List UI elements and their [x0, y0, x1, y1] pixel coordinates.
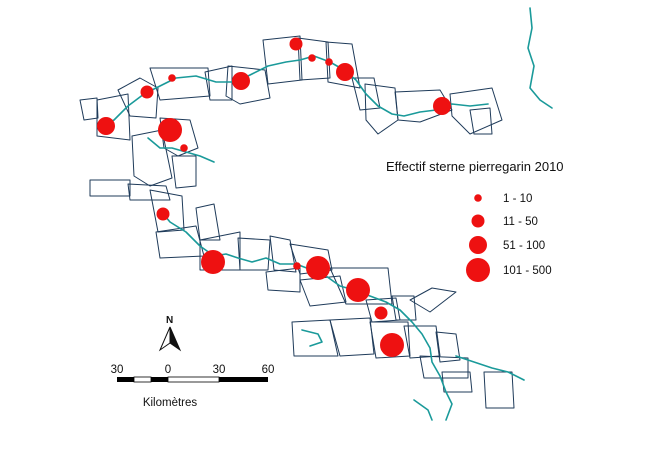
zone-polygon — [131, 129, 173, 187]
colony-marker — [180, 144, 188, 152]
colony-marker — [380, 333, 404, 357]
colony-marker — [232, 72, 250, 90]
zone-polygon — [297, 37, 331, 81]
river-line — [159, 209, 453, 421]
zone-polygon — [329, 317, 375, 357]
zone-polygon — [89, 179, 131, 197]
zone-polygon — [409, 287, 457, 313]
zone-polygon — [265, 267, 301, 293]
legend-symbol — [474, 194, 482, 202]
zone-polygon — [435, 331, 461, 363]
colony-marker — [158, 118, 182, 142]
river-line — [301, 329, 323, 347]
zone-polygon — [419, 355, 469, 379]
zone-polygon — [237, 237, 271, 271]
legend-symbol — [466, 258, 490, 282]
legend: Effectif sterne pierregarin 2010 1 - 101… — [386, 159, 564, 282]
scale-tick-label: 0 — [165, 364, 171, 376]
zone-polygon — [149, 67, 211, 101]
legend-label: 51 - 100 — [503, 240, 545, 252]
zone-polygon — [269, 235, 297, 273]
colony-marker — [433, 97, 451, 115]
zone-polygon — [483, 371, 515, 409]
scale-segment — [117, 377, 134, 382]
scale-segment — [219, 377, 268, 382]
zone-polygon — [79, 97, 99, 121]
river-line — [413, 399, 433, 421]
colony-marker — [336, 63, 354, 81]
north-arrow-label: N — [166, 315, 173, 326]
zone-polygon — [127, 183, 171, 201]
legend-symbols: 1 - 10 11 - 50 51 - 100 101 - 500 — [466, 193, 552, 282]
zone-polygon — [403, 325, 441, 359]
colony-markers — [97, 37, 451, 357]
legend-label: 1 - 10 — [503, 193, 532, 205]
scale-bar: 30 0 30 60 Kilomètres — [111, 364, 275, 409]
scale-tick-label: 30 — [111, 364, 124, 376]
river-line — [99, 55, 489, 129]
zone-polygon — [299, 275, 347, 307]
colony-marker — [140, 85, 154, 99]
scale-segment — [151, 377, 168, 382]
north-arrow-icon — [169, 326, 182, 352]
zone-polygon — [96, 93, 131, 141]
colony-marker — [325, 58, 333, 66]
colony-marker — [293, 262, 301, 270]
zone-polygon — [391, 295, 417, 321]
zone-polygon — [469, 107, 493, 135]
north-arrow-icon-outline — [158, 326, 171, 352]
colony-marker — [289, 37, 303, 51]
scale-segment — [167, 376, 220, 383]
river-line — [455, 355, 525, 381]
colony-marker — [308, 54, 316, 62]
scale-unit-label: Kilomètres — [143, 397, 198, 409]
north-arrow: N — [158, 315, 182, 352]
zone-polygon — [117, 77, 159, 119]
river-line — [147, 137, 215, 163]
zone-polygon — [171, 155, 197, 189]
scale-segment — [133, 376, 152, 383]
colony-marker — [168, 74, 176, 82]
legend-symbol — [469, 236, 487, 254]
zone-polygon — [291, 319, 339, 357]
legend-symbol — [471, 214, 485, 228]
colony-marker — [201, 250, 225, 274]
zone-polygon — [329, 267, 393, 305]
legend-label: 101 - 500 — [503, 265, 552, 277]
legend-title: Effectif sterne pierregarin 2010 — [386, 159, 564, 174]
zone-polygon — [225, 65, 271, 105]
colony-marker — [306, 256, 330, 280]
legend-label: 11 - 50 — [503, 216, 538, 228]
river-line — [527, 7, 553, 109]
colony-marker — [374, 306, 388, 320]
zone-polygon — [195, 203, 221, 241]
zone-polygon — [364, 83, 399, 135]
colony-marker — [97, 117, 115, 135]
zone-polygon — [449, 87, 503, 135]
colony-marker — [156, 207, 170, 221]
colony-marker — [346, 278, 370, 302]
scale-tick-label: 60 — [262, 364, 275, 376]
zone-polygon — [325, 41, 361, 89]
scale-tick-label: 30 — [213, 364, 226, 376]
